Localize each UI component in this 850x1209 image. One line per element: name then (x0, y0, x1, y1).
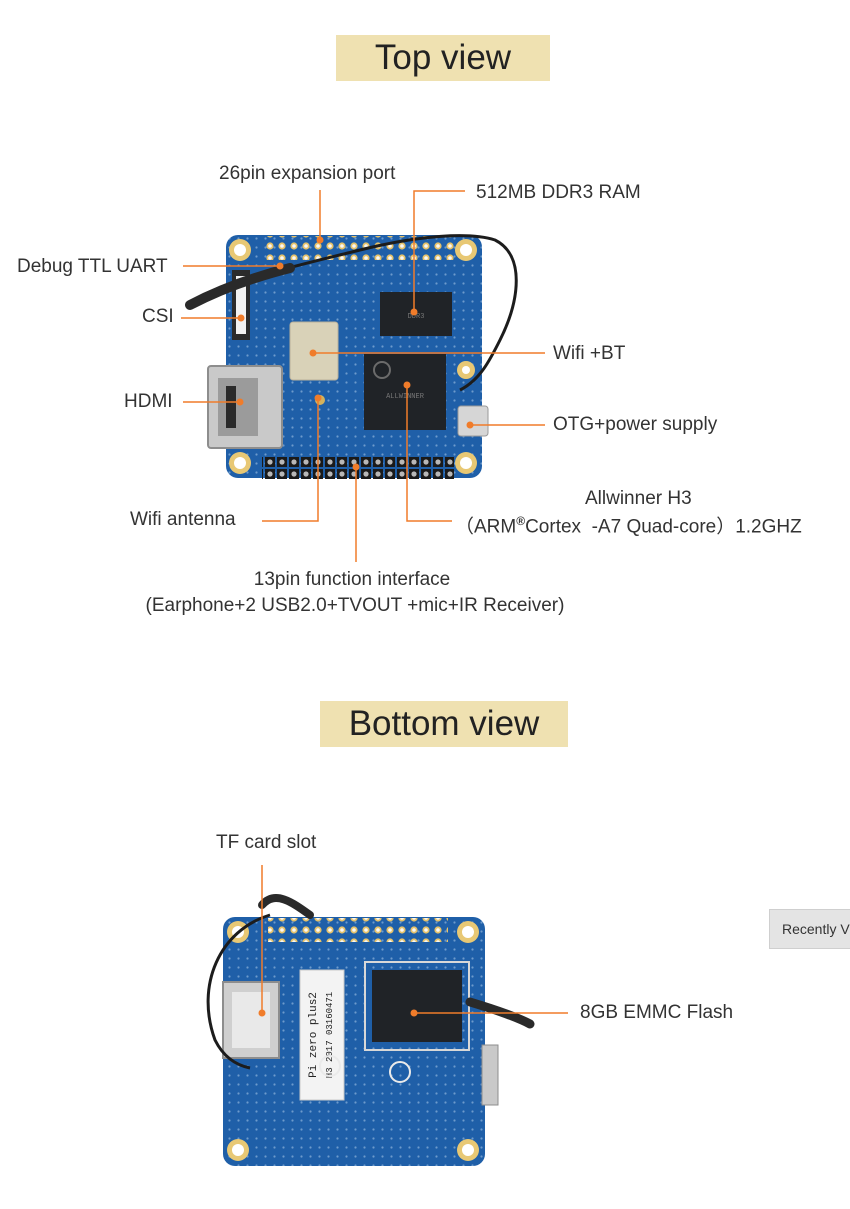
label-expansion-port: 26pin expansion port (219, 163, 396, 184)
sticker-model: Pi zero plus2 (308, 992, 320, 1078)
top-board: DDR3 ALLWINNER (185, 234, 518, 481)
emmc-chip (372, 970, 462, 1042)
label-tf-card-slot: TF card slot (216, 832, 317, 853)
label-function-detail: (Earphone+2 USB2.0+TVOUT +mic+IR Receive… (145, 595, 565, 616)
label-soc-detail: （ARM®Cortex -A7 Quad-core）1.2GHZ (455, 510, 802, 538)
bottom-board: Pi zero plus2 H3 2017 03160471 (206, 894, 535, 1166)
label-emmc-flash: 8GB EMMC Flash (580, 1002, 734, 1023)
top-view-title: Top view (336, 35, 550, 81)
sticker-serial: H3 2017 03160471 (325, 992, 335, 1078)
label-function-interface: 13pin function interface (253, 569, 451, 590)
label-wifi-bt: Wifi +BT (553, 343, 626, 364)
bottom-leader-lines (261, 865, 568, 1014)
label-ram: 512MB DDR3 RAM (476, 182, 641, 203)
bottom-leader-dots (258, 1009, 418, 1017)
svg-text:ALLWINNER: ALLWINNER (386, 393, 425, 401)
bottom-view-title: Bottom view (320, 701, 568, 747)
top-leader-dots (236, 236, 474, 471)
mounting-holes-top (229, 239, 477, 474)
registered-mark: ® (516, 514, 526, 528)
soc-chip (364, 354, 446, 430)
label-debug-uart: Debug TTL UART (17, 256, 168, 277)
soc-detail-prefix: （ARM (455, 516, 517, 538)
label-hdmi: HDMI (124, 391, 173, 412)
label-csi: CSI (142, 306, 174, 327)
svg-text:DDR3: DDR3 (408, 313, 425, 321)
expansion-port-pads (262, 236, 458, 260)
label-wifi-antenna: Wifi antenna (130, 509, 236, 530)
micro-usb-otg (457, 405, 489, 437)
soc-detail-suffix: Cortex -A7 Quad-core）1.2GHZ (525, 516, 802, 538)
recently-viewed-tab[interactable]: Recently Viewed (769, 909, 850, 949)
label-otg-power: OTG+power supply (553, 414, 718, 435)
top-leader-lines (181, 190, 545, 562)
label-soc-name: Allwinner H3 (585, 488, 692, 509)
